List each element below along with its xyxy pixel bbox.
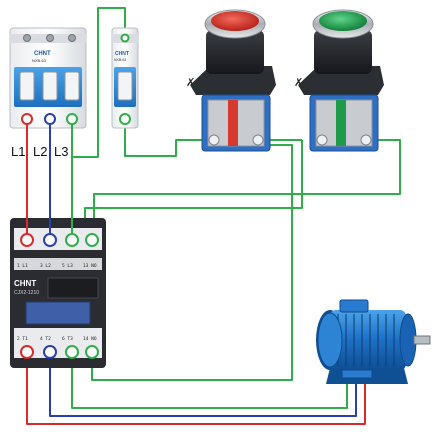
pole-label-l2: L2 <box>33 144 47 159</box>
single-breaker-toggle[interactable] <box>117 71 133 101</box>
contactor-brand: CHNT <box>14 279 36 288</box>
contactor-top-label-2: 3 L2 <box>40 263 51 269</box>
breaker-model: NXB-63 <box>32 58 47 63</box>
pole-label-l1: L1 <box>11 144 25 159</box>
wire-control-no-contact <box>84 140 303 238</box>
start-button[interactable]: ✗ <box>294 9 384 152</box>
single-breaker-model: NXB-63 <box>114 58 126 62</box>
contactor-model: CJX2-1210 <box>14 290 39 296</box>
start-contact-glyph: ✗ <box>294 77 303 89</box>
motor <box>316 299 431 384</box>
contactor-bottom-label-4: 14 NO <box>83 336 97 342</box>
contactor-top-label-3: 5 L3 <box>62 263 73 269</box>
stop-button-cap[interactable] <box>211 11 259 31</box>
breaker-toggles[interactable] <box>19 71 80 101</box>
wire-control-holding <box>91 144 293 381</box>
contactor-bottom-label-1: 2 T1 <box>17 336 28 342</box>
three-pole-breaker: CHNT NXB-63 L1 L2 L3 <box>9 27 87 159</box>
contactor: 1 L1 3 L2 5 L3 13 NO 1 L1 3 L2 5 L3 13 N… <box>10 218 106 368</box>
wire-l2-motor <box>49 352 357 417</box>
contactor-bottom-label-2: 4 T2 <box>40 336 51 342</box>
single-breaker-brand: CHNT <box>115 51 129 57</box>
pole-label-l3: L3 <box>54 144 68 159</box>
breaker-bottom-terminals <box>21 113 78 125</box>
motor-shaft <box>413 335 431 345</box>
contactor-bottom-terminals <box>20 345 99 359</box>
wire-control-breaker-to-stop <box>124 124 213 157</box>
stop-button[interactable]: ✗ <box>186 9 276 152</box>
contactor-top-label-4: 13 NO <box>83 263 97 269</box>
wire-l1-motor <box>26 352 366 425</box>
wire-overlay <box>26 124 73 234</box>
breaker-brand: CHNT <box>34 51 51 57</box>
contactor-bottom-label-3: 6 T3 <box>62 336 73 342</box>
stop-contact-glyph: ✗ <box>186 77 195 89</box>
single-pole-breaker: CHNT NXB-63 <box>111 27 139 129</box>
breaker-top-screws <box>23 34 76 42</box>
wire-control-start-to-coil <box>93 139 401 238</box>
wire-l3-motor <box>71 352 348 409</box>
contactor-top-terminals <box>20 233 99 247</box>
start-button-cap[interactable] <box>319 11 367 31</box>
contactor-top-label-1: 1 L1 <box>17 263 28 269</box>
